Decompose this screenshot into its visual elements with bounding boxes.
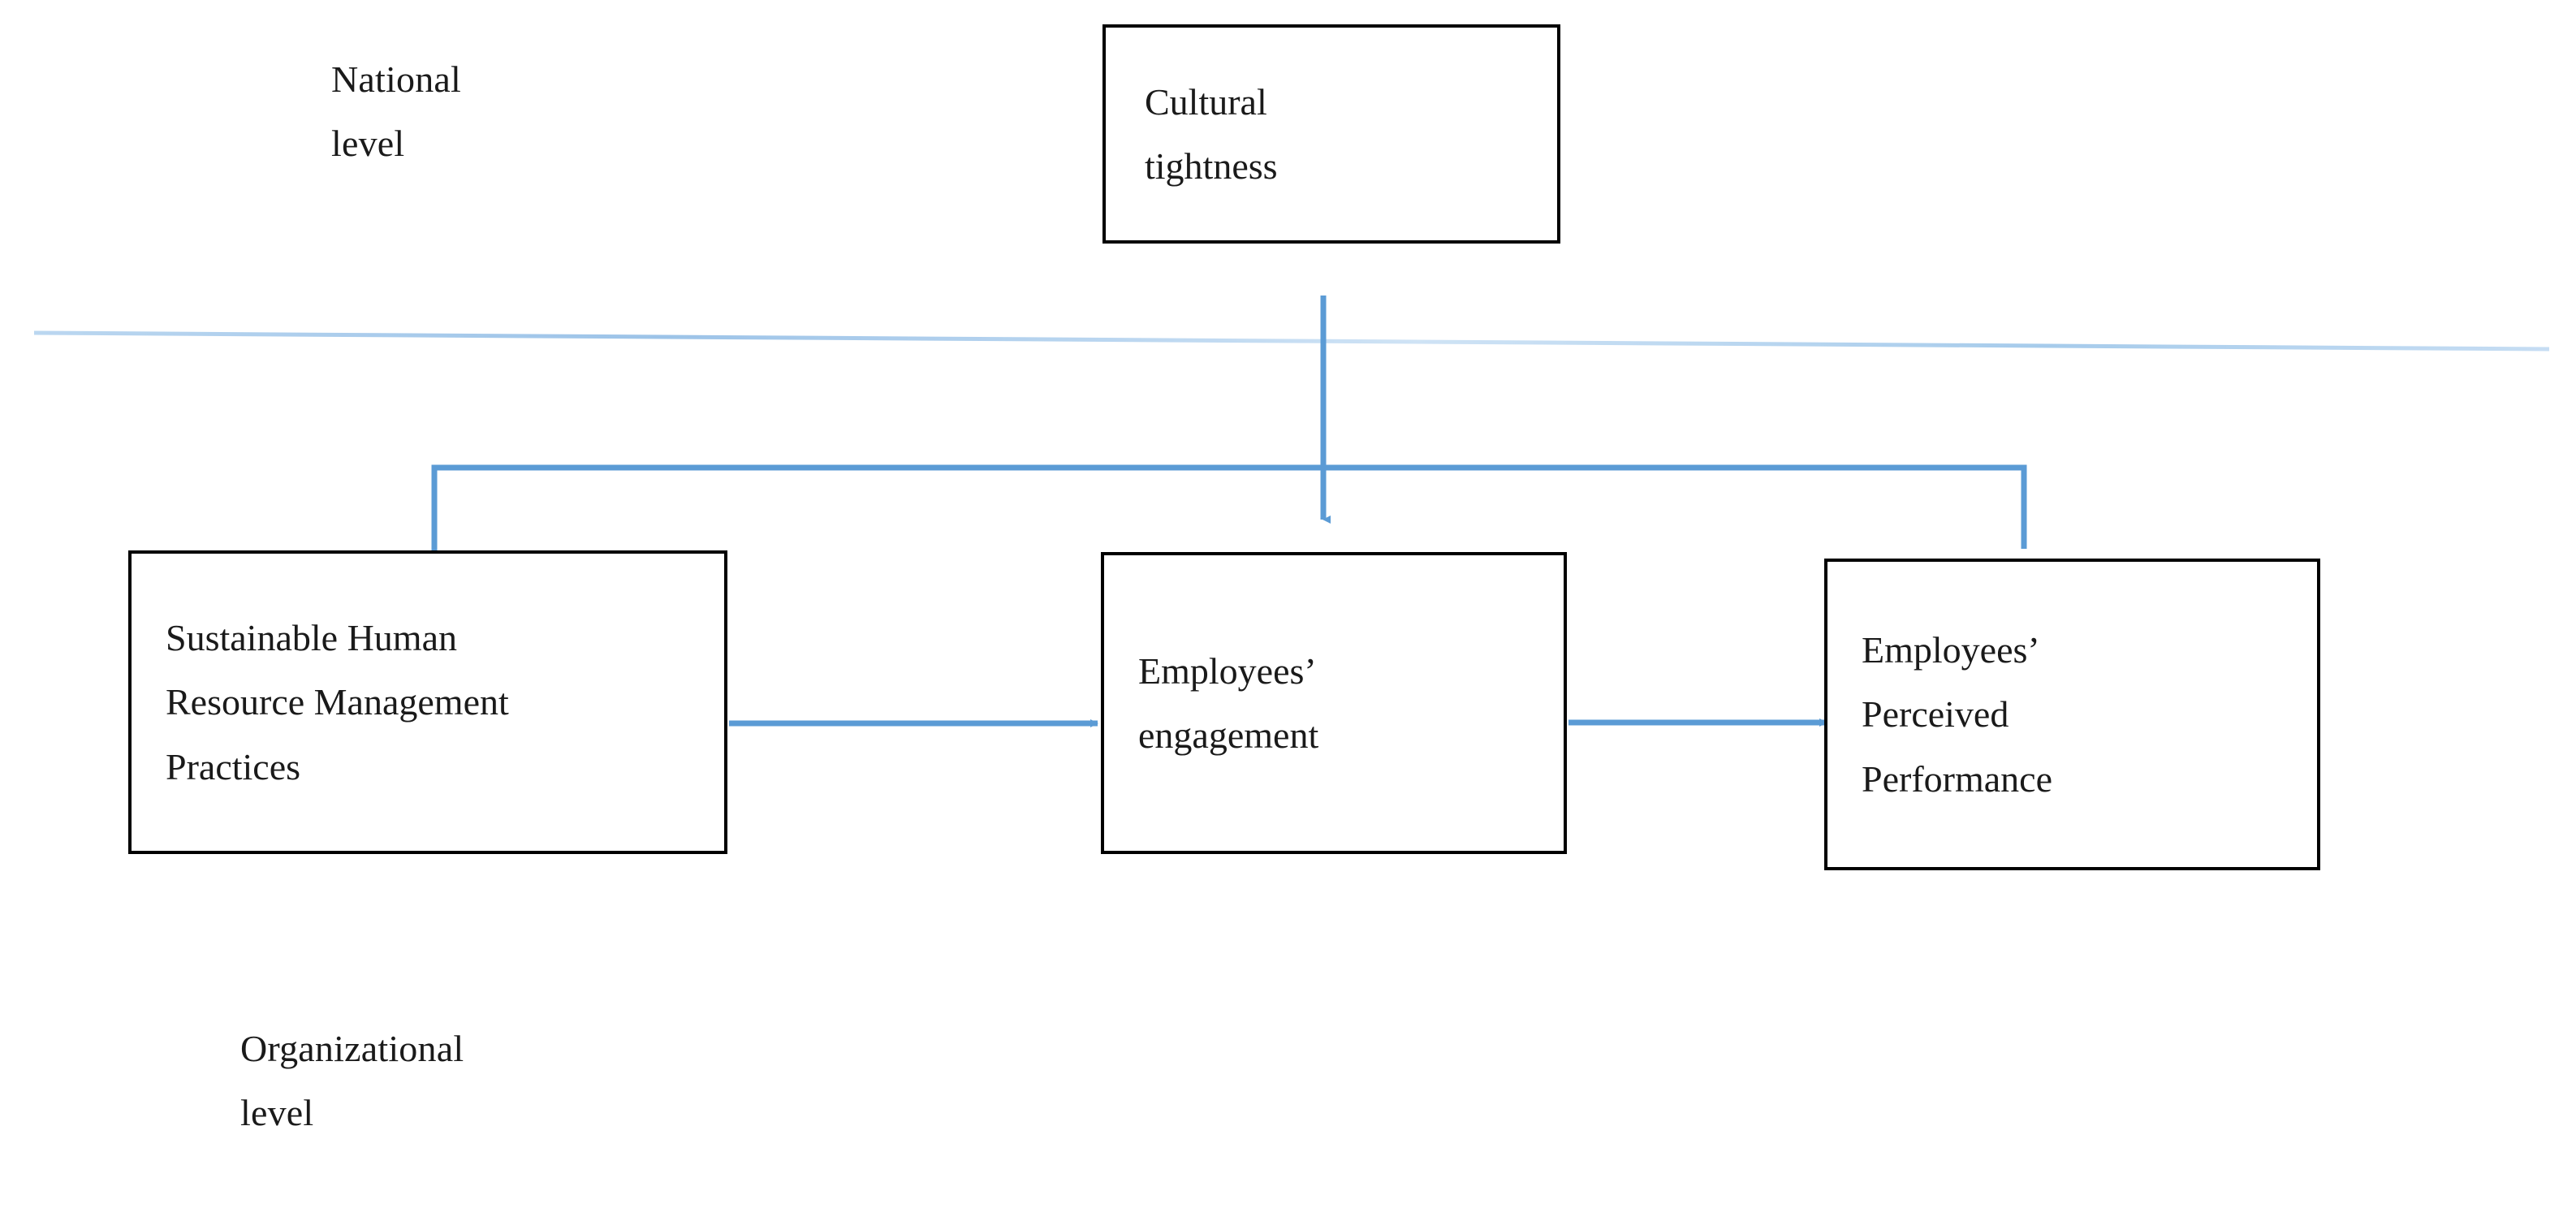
node-label-employees-engagement: Employees’ engagement [1138, 649, 1319, 756]
national-level-label: National level [331, 58, 461, 165]
moderation-bracket-path [431, 464, 2027, 552]
node-label-cultural-tightness: Cultural tightness [1145, 80, 1278, 187]
level-divider-line [33, 330, 2550, 352]
node-box-cultural-tightness: Cultural tightness [1102, 24, 1560, 244]
node-label-employees-performance: Employees’ Perceived Performance [1862, 629, 2052, 800]
organizational-level-label: Organizational level [240, 1028, 464, 1134]
node-box-employees-performance: Employees’ Perceived Performance [1824, 559, 2320, 870]
node-box-shrm-practices: Sustainable Human Resource Management Pr… [128, 550, 727, 854]
node-box-employees-engagement: Employees’ engagement [1101, 552, 1567, 854]
node-label-shrm-practices: Sustainable Human Resource Management Pr… [166, 617, 509, 787]
